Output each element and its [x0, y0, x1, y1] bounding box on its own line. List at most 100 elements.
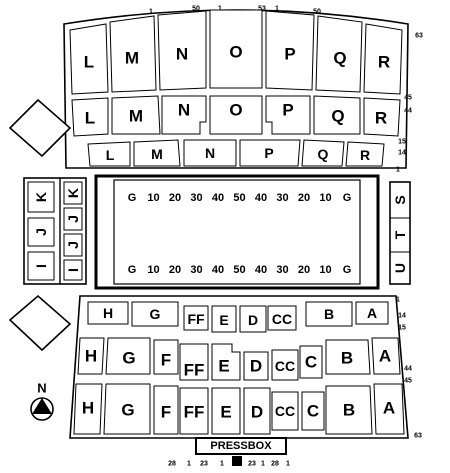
southwest-corner-block: [8, 294, 72, 352]
south-lower-section-B[interactable]: [305, 301, 353, 327]
north-upper-section-P[interactable]: [265, 10, 315, 91]
south-lower-section-CC[interactable]: [267, 305, 297, 331]
south-lower-section-A[interactable]: [355, 301, 389, 325]
west-inner-section-J2[interactable]: [63, 233, 83, 257]
label-west-outer-K: K: [33, 192, 49, 202]
north-upper-section-O[interactable]: [209, 9, 263, 89]
row-number: 63: [415, 33, 423, 40]
north-middle-section-M[interactable]: [111, 95, 161, 135]
yard-label-top: 30: [276, 192, 288, 204]
row-number: 28: [271, 461, 279, 468]
west-outer-section-J[interactable]: [27, 217, 55, 247]
north-lower-section-Q[interactable]: [301, 139, 345, 167]
north-lower-section-P[interactable]: [239, 139, 301, 167]
west-stands: [23, 177, 87, 285]
north-middle-section-Q[interactable]: [313, 95, 361, 135]
row-number: 1: [286, 461, 290, 468]
row-number: 44: [404, 366, 412, 373]
yard-label-bottom: 20: [169, 264, 181, 276]
south-middle-section-F[interactable]: [153, 339, 179, 375]
label-south-lower-H: H: [103, 305, 113, 321]
south-upper-section-CC[interactable]: [271, 391, 299, 431]
south-upper-section-G[interactable]: [103, 383, 151, 435]
label-south-middle-CC: CC: [275, 358, 295, 374]
row-number: 1: [261, 461, 265, 468]
south-lower-section-E[interactable]: [211, 305, 237, 333]
pressbox-stairs: [232, 456, 242, 466]
south-middle-section-E[interactable]: [211, 343, 241, 381]
north-upper-section-L[interactable]: [69, 23, 109, 95]
north-lower-section-M[interactable]: [133, 139, 181, 167]
west-outer-section-K[interactable]: [27, 181, 55, 213]
yard-label-bottom: G: [343, 264, 352, 276]
north-middle-section-L[interactable]: [71, 97, 109, 137]
west-outer-section-I[interactable]: [27, 251, 55, 281]
label-south-upper-CC: CC: [275, 403, 295, 419]
north-upper-section-Q[interactable]: [315, 15, 363, 93]
north-upper-section-R[interactable]: [363, 23, 403, 95]
north-middle-section-P[interactable]: [265, 95, 311, 135]
north-lower-section-L[interactable]: [87, 141, 131, 167]
label-north-middle-P: P: [282, 101, 293, 120]
south-middle-section-D[interactable]: [243, 351, 269, 381]
north-middle-section-O[interactable]: [209, 95, 263, 135]
row-numbers: 1 50 1 53 1 50 63 45 44 15 14 1 1 14 15 …: [149, 6, 423, 468]
south-middle-section-A[interactable]: [371, 337, 401, 375]
north-upper-section-M[interactable]: [109, 15, 157, 93]
yard-label-top: 30: [190, 192, 202, 204]
south-upper-section-D[interactable]: [243, 387, 271, 435]
south-lower-section-G[interactable]: [131, 301, 179, 327]
south-middle-section-FF[interactable]: [179, 343, 209, 381]
label-south-lower-FF: FF: [187, 311, 205, 327]
south-upper-section-F[interactable]: [153, 385, 179, 435]
row-number: 63: [414, 433, 422, 440]
label-south-middle-B: B: [341, 349, 353, 368]
west-inner-section-K[interactable]: [63, 181, 83, 205]
south-upper-section-E[interactable]: [211, 387, 241, 435]
south-upper-section-H[interactable]: [73, 383, 103, 435]
south-lower-section-FF[interactable]: [183, 305, 209, 331]
label-north-upper-R: R: [378, 53, 390, 72]
south-upper-section-C[interactable]: [301, 391, 325, 431]
label-south-upper-A: A: [383, 399, 395, 418]
row-number: 1: [396, 297, 400, 304]
label-north-upper-M: M: [125, 49, 139, 68]
west-inner-section-J[interactable]: [63, 207, 83, 231]
label-south-upper-G: G: [121, 401, 134, 420]
pressbox-box: [195, 437, 287, 455]
south-middle-section-C[interactable]: [299, 345, 323, 379]
label-south-upper-B: B: [343, 401, 355, 420]
row-number: 45: [404, 95, 412, 102]
label-west-inner-K: K: [65, 188, 81, 198]
south-middle-section-B[interactable]: [325, 339, 371, 375]
row-number: 50: [313, 9, 321, 16]
south-middle-section-G[interactable]: [105, 337, 151, 375]
south-upper-section-B[interactable]: [325, 385, 373, 435]
north-lower-section-R[interactable]: [345, 141, 385, 167]
south-middle-section-H[interactable]: [77, 337, 105, 375]
label-south-middle-C: C: [305, 353, 317, 372]
label-south-lower-B: B: [324, 306, 334, 322]
yard-label-top: 20: [169, 192, 181, 204]
yard-label-top: 20: [298, 192, 310, 204]
row-number: 28: [168, 461, 176, 468]
south-lower-section-H[interactable]: [87, 301, 129, 325]
north-middle-section-R[interactable]: [363, 97, 401, 137]
label-north-middle-R: R: [375, 109, 387, 128]
section-labels: L M N O P Q R L M N O P Q R L M N P Q R …: [33, 43, 408, 422]
north-lower-section-N[interactable]: [183, 139, 237, 167]
north-middle-section-N[interactable]: [161, 95, 207, 135]
south-middle-section-CC[interactable]: [271, 349, 299, 381]
yard-label-top: 50: [233, 192, 245, 204]
label-north-lower-N: N: [205, 145, 215, 161]
west-inner-section-I[interactable]: [63, 259, 83, 281]
south-upper-section-A[interactable]: [373, 383, 405, 435]
north-upper-section-N[interactable]: [157, 10, 207, 91]
row-number: 23: [200, 461, 208, 468]
south-lower-section-D[interactable]: [239, 305, 267, 333]
south-upper-section-FF[interactable]: [179, 387, 209, 435]
label-south-upper-E: E: [220, 403, 231, 422]
label-north-middle-Q: Q: [331, 107, 344, 126]
pressbox-label: PRESSBOX: [210, 440, 272, 452]
label-south-upper-D: D: [251, 403, 263, 422]
